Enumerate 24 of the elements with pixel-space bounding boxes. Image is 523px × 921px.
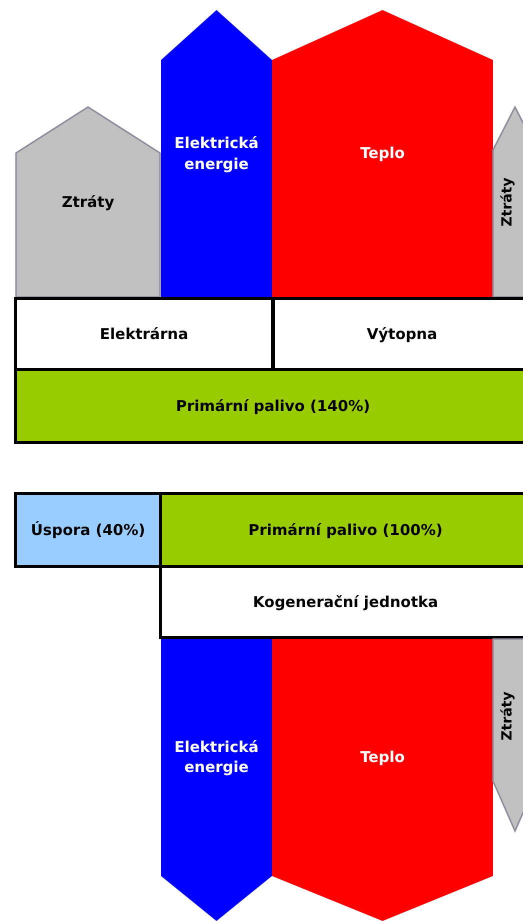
arrow-down-shape	[272, 639, 493, 921]
fuel-bar	[159, 492, 523, 568]
node-label: Úspora (40%)	[30, 520, 146, 540]
arrow-down-shape	[161, 639, 272, 921]
node-label: Ztráty	[60, 192, 116, 212]
node-label: Teplo	[359, 747, 406, 768]
node-label: Elektrická energie	[173, 737, 260, 778]
process-box	[272, 297, 523, 371]
node-label: Kogenerační jednotka	[252, 592, 440, 612]
savings-box	[14, 492, 162, 568]
fuel-bar	[14, 368, 523, 444]
node-label: Ztráty	[498, 178, 517, 226]
arrow-up-shape	[272, 10, 493, 297]
process-box	[14, 297, 274, 371]
node-label: Ztráty	[498, 691, 517, 740]
node-label: Teplo	[359, 143, 406, 164]
node-label: Výtopna	[366, 324, 438, 344]
arrow-up-shape	[161, 10, 272, 297]
node-label: Elektrická energie	[173, 133, 260, 174]
arrow-up-shape	[16, 107, 160, 297]
node-label: Elektrárna	[98, 324, 190, 344]
node-label: Primární palivo (140%)	[174, 396, 372, 416]
node-label: Primární palivo (100%)	[247, 520, 444, 540]
process-box	[159, 565, 523, 639]
